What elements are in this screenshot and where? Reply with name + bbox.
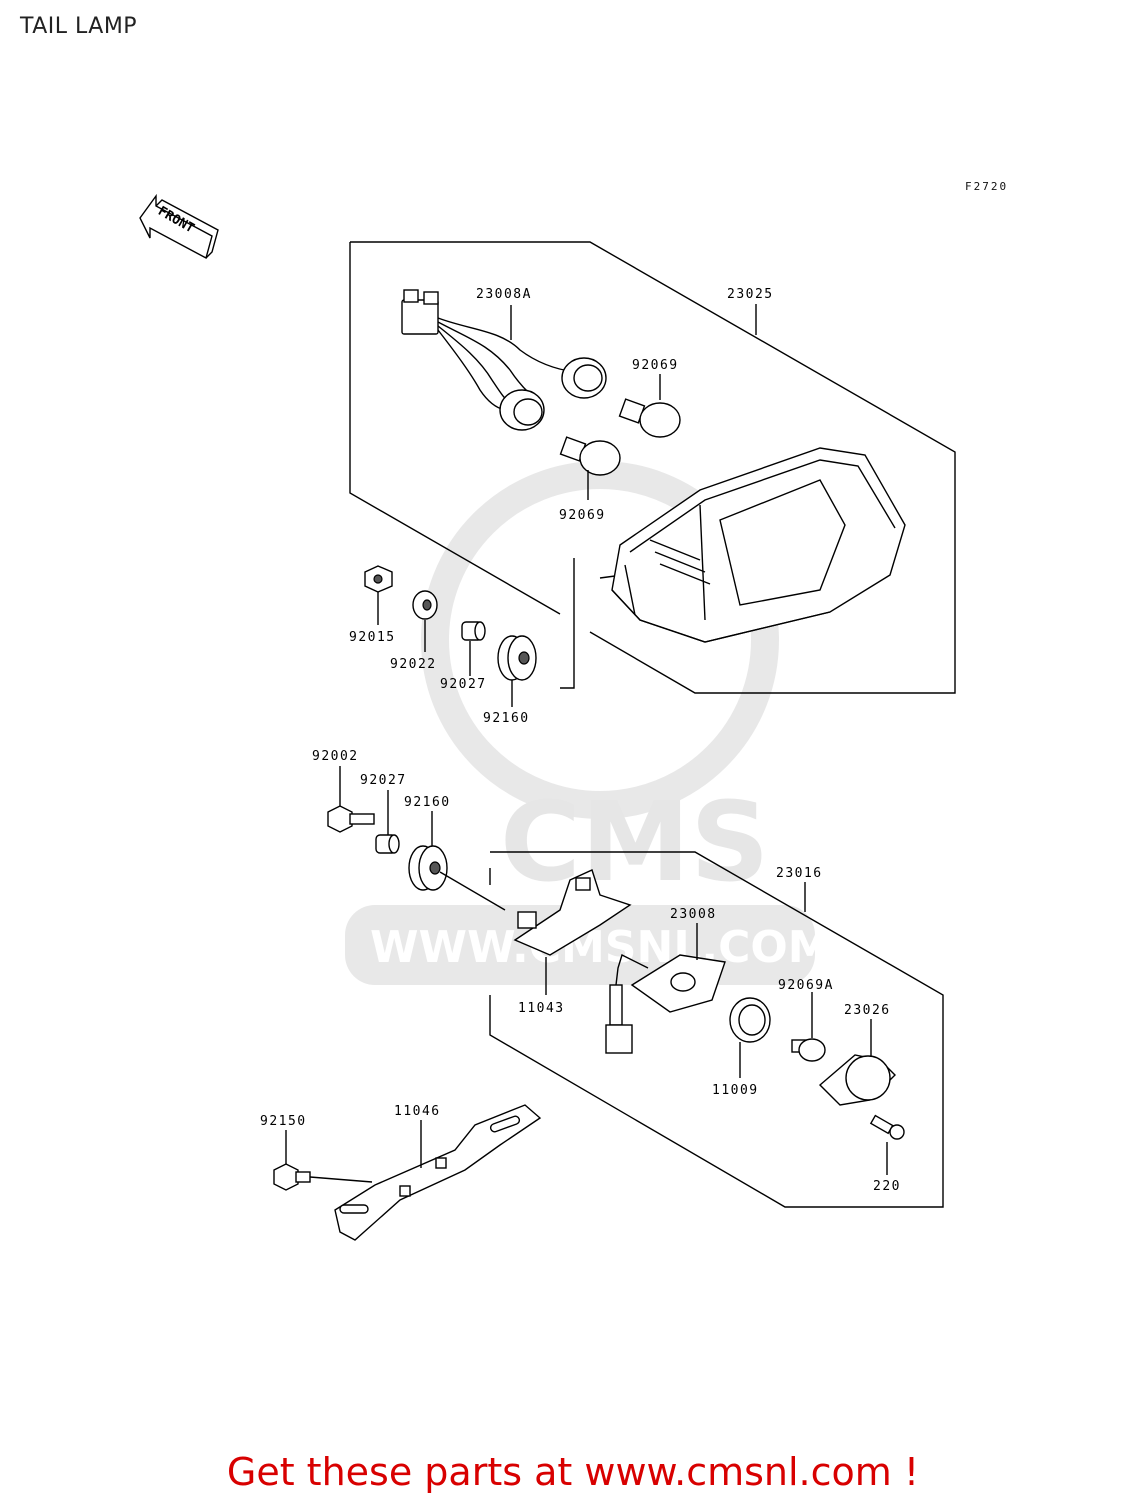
label-23025: 23025 (727, 287, 774, 302)
nut-92015 (364, 565, 393, 593)
figure-code: F2720 (965, 180, 1009, 193)
label-92027-b: 92027 (360, 773, 407, 788)
label-11009: 11009 (712, 1083, 759, 1098)
bolt-92002 (327, 805, 375, 833)
outline-23016 (489, 851, 944, 1208)
label-92069-top: 92069 (632, 358, 679, 373)
label-23026: 23026 (844, 1003, 891, 1018)
lens-23026 (818, 1054, 896, 1106)
footer-parts-link[interactable]: Get these parts at www.cmsnl.com ! (226, 1450, 920, 1494)
front-direction-arrow: FRONT (139, 193, 219, 260)
grommet-92160-a (497, 635, 537, 681)
bulb-92069-top (618, 398, 681, 438)
wiring-harness-23008A (401, 289, 607, 431)
bracket-11046 (334, 1104, 542, 1241)
watermark-brand: CMS (500, 778, 769, 906)
label-11046: 11046 (394, 1104, 441, 1119)
bulb-92069A (791, 1038, 826, 1062)
bolt-92150 (273, 1163, 373, 1191)
leader-lines (285, 304, 888, 1175)
watermark-url: WWW.CMSNL.COM (370, 922, 832, 973)
label-92069-bottom: 92069 (559, 508, 606, 523)
outline-23025 (350, 241, 956, 694)
collar-92027-b (375, 834, 400, 854)
label-92027-a: 92027 (440, 677, 487, 692)
label-23016: 23016 (776, 866, 823, 881)
label-92022: 92022 (390, 657, 437, 672)
socket-23008 (605, 954, 726, 1054)
label-11043: 11043 (518, 1001, 565, 1016)
part-labels: 23008A 23025 92069 92069 92015 92022 920… (260, 287, 901, 1194)
label-92160-b: 92160 (404, 795, 451, 810)
gasket-11009 (729, 997, 771, 1043)
label-92002: 92002 (312, 749, 359, 764)
screw-220 (869, 1114, 905, 1140)
label-92160-a: 92160 (483, 711, 530, 726)
tail-lamp-body (599, 447, 906, 643)
bracket-11043 (513, 869, 632, 956)
front-arrow-label: FRONT (155, 204, 197, 237)
label-92069A: 92069A (778, 978, 834, 993)
grommet-92160-b (408, 845, 448, 891)
label-23008: 23008 (670, 907, 717, 922)
label-220: 220 (873, 1179, 901, 1194)
bulb-92069-bottom (559, 436, 621, 476)
washer-92022 (412, 590, 438, 620)
label-92150: 92150 (260, 1114, 307, 1129)
label-92015: 92015 (349, 630, 396, 645)
diagram-title: TAIL LAMP (20, 14, 138, 39)
collar-92027-a (461, 621, 486, 641)
label-23008A: 23008A (476, 287, 532, 302)
